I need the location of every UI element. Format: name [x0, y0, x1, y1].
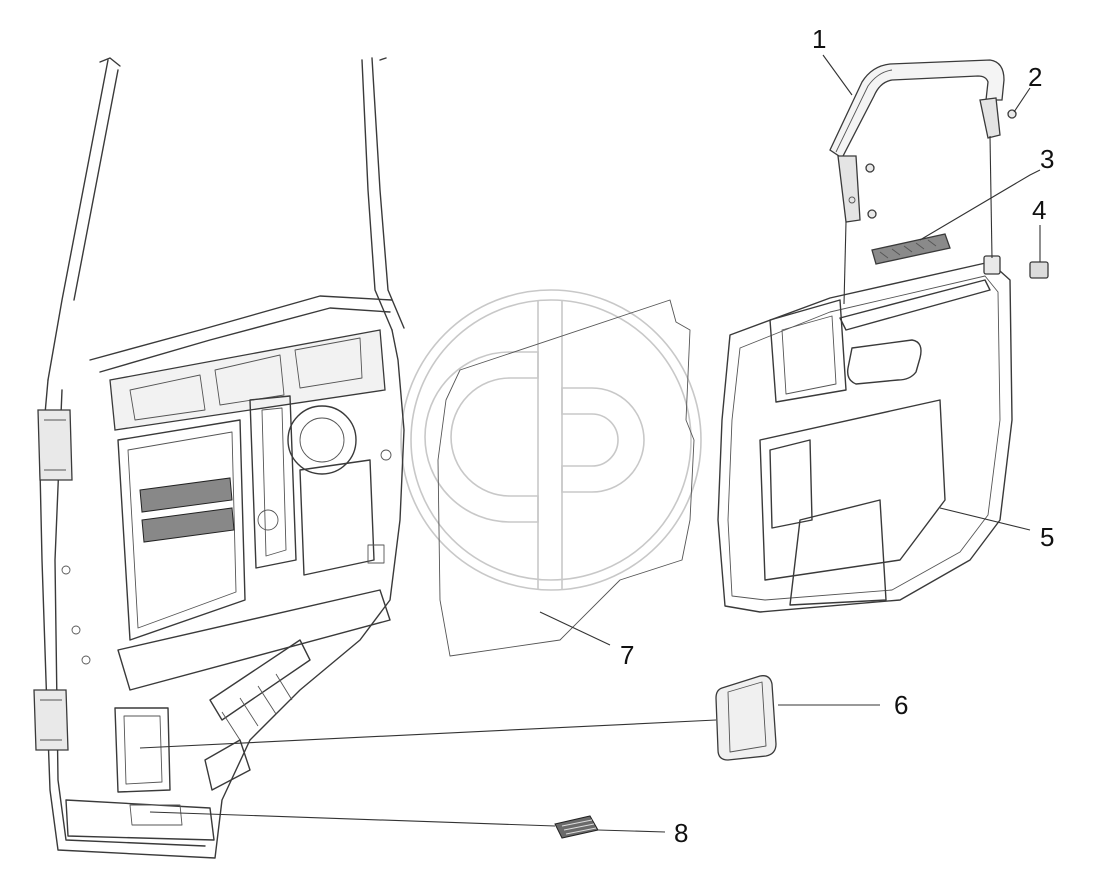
part-4-cap: [1029, 261, 1049, 279]
part-5-door-trim-panel: [717, 255, 1013, 613]
part-1-grab-handle: [829, 59, 1005, 223]
callout-8: 8: [674, 818, 688, 848]
callout-6: 6: [894, 690, 908, 720]
door-inner-frame: [33, 57, 405, 859]
callout-1: 1: [812, 24, 826, 54]
callout-2: 2: [1028, 62, 1042, 92]
callout-4: 4: [1032, 195, 1046, 225]
part-6-cover: [715, 675, 777, 761]
watermark-logo-icon: [400, 289, 702, 591]
callout-3: 3: [1040, 144, 1054, 174]
callout-7: 7: [620, 640, 634, 670]
part-2-screws: [865, 109, 1017, 219]
callout-5: 5: [1040, 522, 1054, 552]
part-8-grille: [554, 815, 599, 839]
part-3-switch-panel: [871, 233, 951, 265]
part-7-water-shield: [437, 299, 695, 657]
leader-lines: [139, 54, 1041, 833]
